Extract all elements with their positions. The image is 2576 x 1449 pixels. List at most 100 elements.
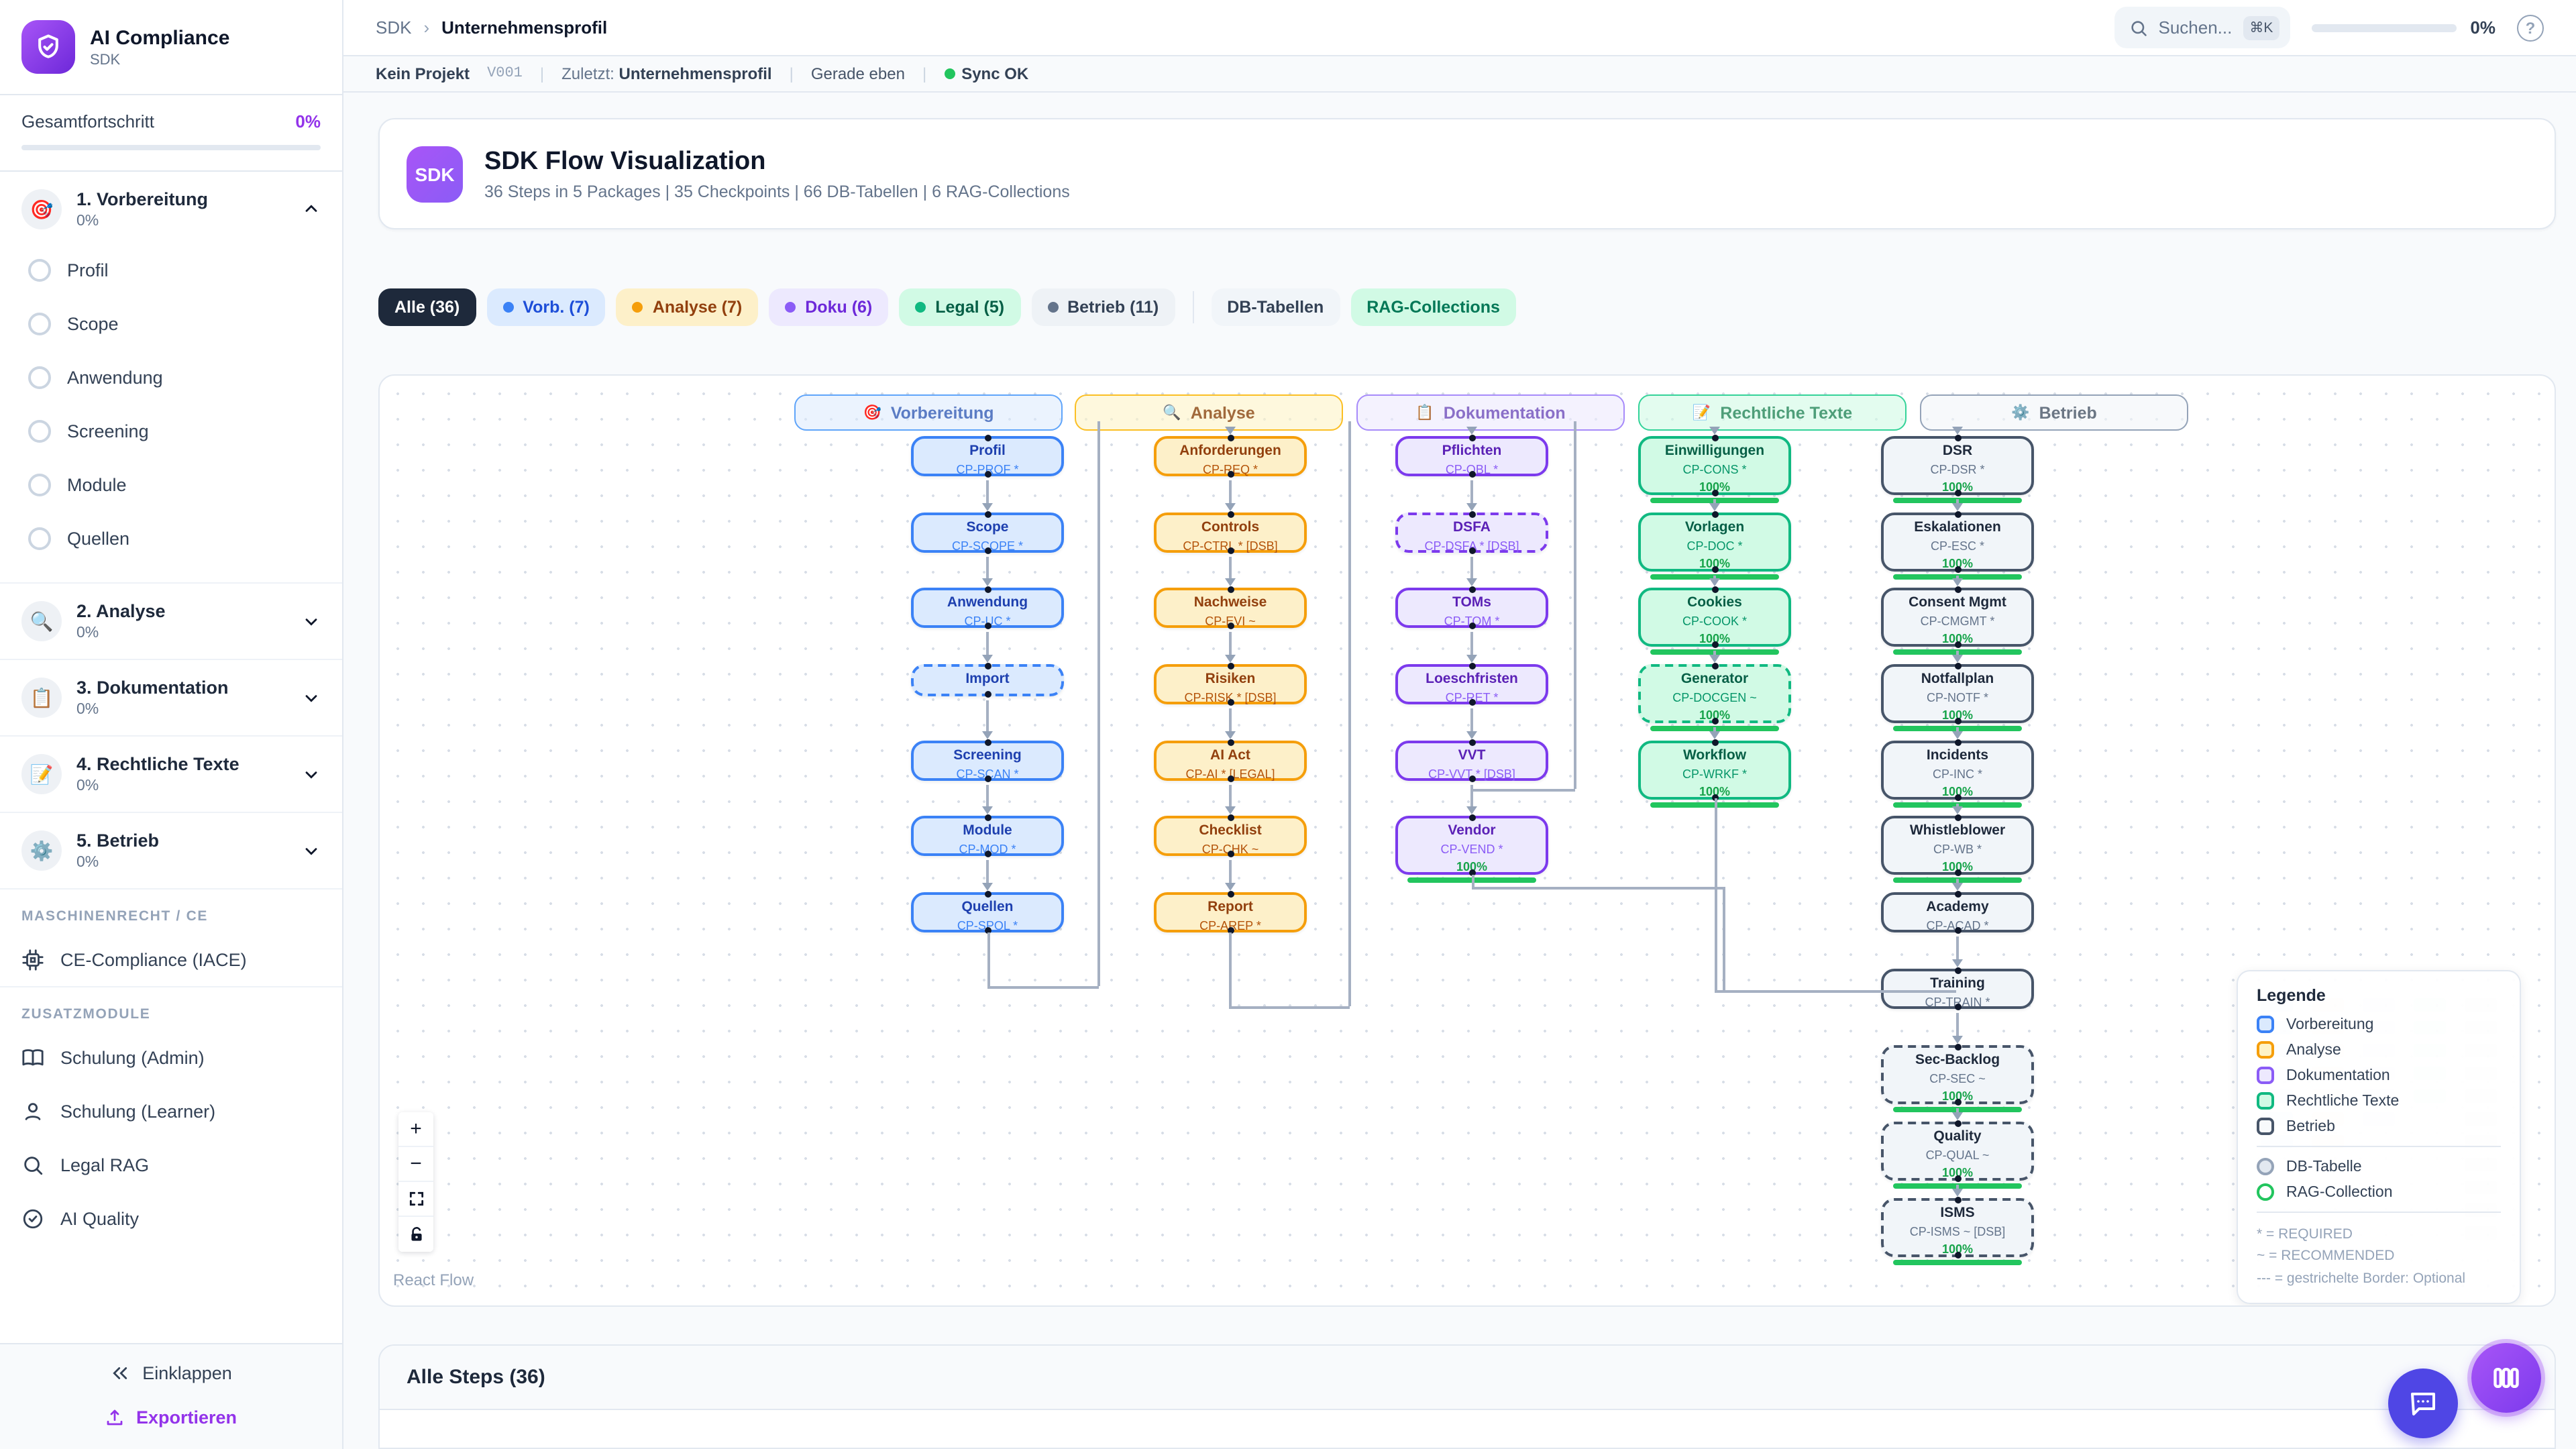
flow-edge-arrow-icon — [1466, 427, 1477, 435]
legend-item-db-tabelle: DB-Tabelle — [2257, 1158, 2501, 1175]
flow-node-quality[interactable]: QualityCP-QUAL ~100% — [1881, 1122, 2034, 1181]
flow-node-einwilligungen[interactable]: EinwilligungenCP-CONS *100% — [1638, 436, 1791, 495]
phase-section-dokumentation: 📋 3. Dokumentation 0% — [0, 660, 342, 737]
sidebar-item-ai-quality[interactable]: AI Quality — [0, 1191, 342, 1245]
filter-chip-vorb-7-[interactable]: Vorb. (7) — [486, 288, 606, 326]
flow-node-checklist[interactable]: ChecklistCP-CHK ~ — [1154, 816, 1307, 856]
phase-header-analyse[interactable]: 🔍 2. Analyse 0% — [0, 596, 342, 647]
flow-node-risiken[interactable]: RisikenCP-RISK * [DSB] — [1154, 664, 1307, 704]
phase-header-rechtliche-texte[interactable]: 📝 4. Rechtliche Texte 0% — [0, 749, 342, 800]
filter-chip-db-tabellen[interactable]: DB-Tabellen — [1211, 288, 1340, 326]
flow-node-generator[interactable]: GeneratorCP-DOCGEN ~100% — [1638, 664, 1791, 723]
phase-header-vorbereitung[interactable]: 🎯 1. Vorbereitung 0% — [0, 184, 342, 235]
breadcrumb-sdk[interactable]: SDK — [376, 17, 411, 38]
flow-node-pflichten[interactable]: PflichtenCP-OBL * — [1395, 436, 1548, 476]
flow-node-loeschfristen[interactable]: LoeschfristenCP-RET * — [1395, 664, 1548, 704]
sidebar-item-module[interactable]: Module — [0, 458, 342, 511]
zoom-out-button[interactable]: − — [398, 1147, 433, 1182]
filter-chip-betrieb-11-[interactable]: Betrieb (11) — [1031, 288, 1175, 326]
chevron-down-icon[interactable] — [302, 841, 321, 860]
package-header-dokumentation[interactable]: 📋Dokumentation — [1356, 394, 1625, 431]
sidebar-item-quellen[interactable]: Quellen — [0, 511, 342, 565]
sidebar-item-screening[interactable]: Screening — [0, 404, 342, 458]
package-header-rechtliche-texte[interactable]: 📝Rechtliche Texte — [1638, 394, 1907, 431]
export-button[interactable]: Exportieren — [13, 1407, 329, 1428]
flow-node-consent-mgmt[interactable]: Consent MgmtCP-CMGMT *100% — [1881, 588, 2034, 647]
flow-node-cookies[interactable]: CookiesCP-COOK *100% — [1638, 588, 1791, 647]
flow-node-import[interactable]: Import — [911, 664, 1064, 696]
flow-edge — [1472, 789, 1575, 791]
chat-bubble-icon — [2407, 1387, 2439, 1419]
flow-node-whistleblower[interactable]: WhistleblowerCP-WB *100% — [1881, 816, 2034, 875]
columns-fab-button[interactable] — [2471, 1343, 2541, 1413]
flow-node-workflow[interactable]: WorkflowCP-WRKF *100% — [1638, 741, 1791, 800]
flow-node-ai-act[interactable]: AI ActCP-AI * [LEGAL] — [1154, 741, 1307, 781]
flow-node-sec-backlog[interactable]: Sec-BacklogCP-SEC ~100% — [1881, 1045, 2034, 1104]
flow-node-notfallplan[interactable]: NotfallplanCP-NOTF *100% — [1881, 664, 2034, 723]
flow-canvas[interactable]: Legende Vorbereitung Analyse Dokumentati… — [378, 374, 2556, 1307]
topbar: SDK › Unternehmensprofil Suchen... ⌘K 0%… — [343, 0, 2576, 57]
package-emoji-icon: 🎯 — [863, 404, 881, 421]
flow-node-scope[interactable]: ScopeCP-SCOPE * — [911, 513, 1064, 553]
chevron-down-icon[interactable] — [302, 612, 321, 631]
phase-header-dokumentation[interactable]: 📋 3. Dokumentation 0% — [0, 672, 342, 723]
flow-node-dsr[interactable]: DSRCP-DSR *100% — [1881, 436, 2034, 495]
phase-header-betrieb[interactable]: ⚙️ 5. Betrieb 0% — [0, 825, 342, 876]
flow-edge — [1723, 887, 1725, 990]
flow-node-profil[interactable]: ProfilCP-PROF * — [911, 436, 1064, 476]
flow-edge — [986, 632, 989, 655]
flow-node-anforderungen[interactable]: AnforderungenCP-REQ * — [1154, 436, 1307, 476]
flow-node-academy[interactable]: AcademyCP-ACAD * — [1881, 892, 2034, 932]
chat-fab-button[interactable] — [2388, 1368, 2458, 1438]
sidebar-item-schulung-admin[interactable]: Schulung (Admin) — [0, 1030, 342, 1084]
package-header-betrieb[interactable]: ⚙️Betrieb — [1920, 394, 2188, 431]
flow-node-nachweise[interactable]: NachweiseCP-EVI ~ — [1154, 588, 1307, 628]
filter-chip-rag-collections[interactable]: RAG-Collections — [1350, 288, 1516, 326]
package-header-vorbereitung[interactable]: 🎯Vorbereitung — [794, 394, 1063, 431]
filter-chip-doku-6-[interactable]: Doku (6) — [769, 288, 888, 326]
package-emoji-icon: 📝 — [1693, 404, 1711, 421]
filter-chip-legal-5-[interactable]: Legal (5) — [899, 288, 1020, 326]
collapse-sidebar-button[interactable]: Einklappen — [13, 1363, 329, 1383]
chevron-up-icon[interactable] — [302, 200, 321, 219]
flow-node-screening[interactable]: ScreeningCP-SCAN * — [911, 741, 1064, 781]
flow-node-quellen[interactable]: QuellenCP-SPOL * — [911, 892, 1064, 932]
sidebar-item-anwendung[interactable]: Anwendung — [0, 350, 342, 404]
sidebar-item-schulung-learner[interactable]: Schulung (Learner) — [0, 1084, 342, 1138]
chevron-down-icon[interactable] — [302, 688, 321, 707]
flow-node-vvt[interactable]: VVTCP-VVT * [DSB] — [1395, 741, 1548, 781]
flow-node-report[interactable]: ReportCP-AREP * — [1154, 892, 1307, 932]
sidebar-item-legal-rag[interactable]: Legal RAG — [0, 1138, 342, 1191]
section-label-zusatzmodule: ZUSATZMODULE — [0, 987, 342, 1030]
sidebar-item-profil[interactable]: Profil — [0, 243, 342, 297]
flow-edge-arrow-icon — [1952, 1036, 1963, 1044]
swatch-green-icon — [2257, 1092, 2274, 1110]
legend-title: Legende — [2257, 986, 2501, 1005]
flow-node-vorlagen[interactable]: VorlagenCP-DOC *100% — [1638, 513, 1791, 572]
sidebar-item-ce-compliance[interactable]: CE-Compliance (IACE) — [0, 932, 342, 986]
filter-chip-alle-36-[interactable]: Alle (36) — [378, 288, 476, 326]
lock-toggle-button[interactable] — [398, 1217, 433, 1252]
package-header-analyse[interactable]: 🔍Analyse — [1075, 394, 1343, 431]
flow-node-controls[interactable]: ControlsCP-CTRL * [DSB] — [1154, 513, 1307, 553]
flow-node-toms[interactable]: TOMsCP-TOM * — [1395, 588, 1548, 628]
flow-node-incidents[interactable]: IncidentsCP-INC *100% — [1881, 741, 2034, 800]
flow-edge — [1470, 480, 1473, 503]
flow-node-eskalationen[interactable]: EskalationenCP-ESC *100% — [1881, 513, 2034, 572]
filter-divider — [1192, 291, 1193, 323]
flow-node-anwendung[interactable]: AnwendungCP-UC * — [911, 588, 1064, 628]
flow-node-training[interactable]: TrainingCP-TRAIN * — [1881, 969, 2034, 1009]
zoom-in-button[interactable]: + — [398, 1112, 433, 1147]
legend-item-rechtliche-texte: Rechtliche Texte — [2257, 1092, 2501, 1110]
help-icon[interactable]: ? — [2517, 14, 2544, 41]
sidebar-item-scope[interactable]: Scope — [0, 297, 342, 350]
search-input[interactable]: Suchen... ⌘K — [2114, 7, 2291, 48]
fit-view-button[interactable] — [398, 1182, 433, 1217]
filter-chip-analyse-7-[interactable]: Analyse (7) — [616, 288, 758, 326]
flow-node-module[interactable]: ModuleCP-MOD * — [911, 816, 1064, 856]
flow-node-vendor[interactable]: VendorCP-VEND *100% — [1395, 816, 1548, 875]
flow-node-dsfa[interactable]: DSFACP-DSFA * [DSB] — [1395, 513, 1548, 553]
chevron-down-icon[interactable] — [302, 765, 321, 784]
flow-node-isms[interactable]: ISMSCP-ISMS ~ [DSB]100% — [1881, 1198, 2034, 1257]
react-flow-attribution[interactable]: React Flow — [393, 1271, 474, 1289]
